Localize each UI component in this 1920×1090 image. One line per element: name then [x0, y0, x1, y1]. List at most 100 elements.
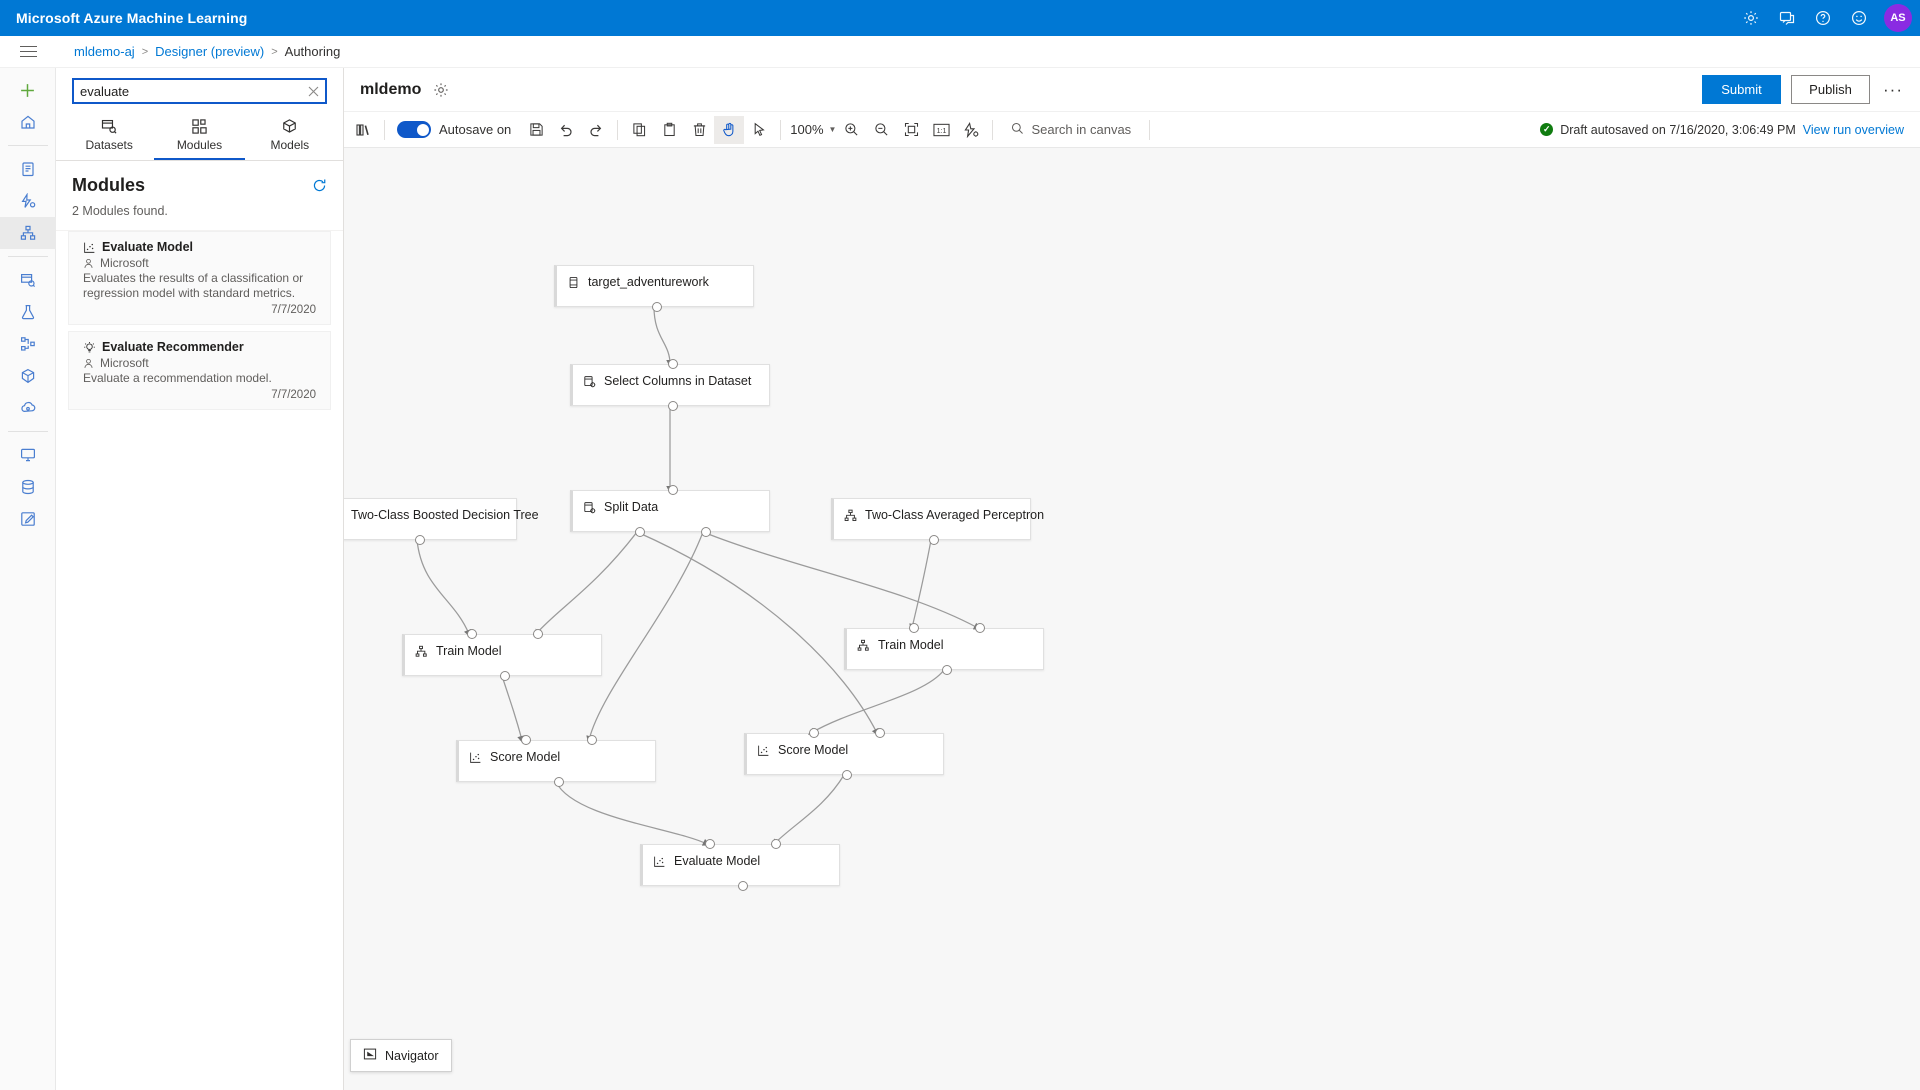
input-port-left[interactable]	[909, 623, 919, 633]
models-icon[interactable]	[0, 360, 56, 392]
chevron-down-icon[interactable]: ▼	[828, 125, 837, 134]
toolbar-divider	[1149, 119, 1151, 140]
avatar[interactable]: AS	[1884, 4, 1912, 32]
panel-tabs: Datasets Modules Models	[56, 112, 343, 161]
tab-models[interactable]: Models	[245, 112, 335, 160]
publish-button[interactable]: Publish	[1791, 75, 1870, 104]
algorithm-icon	[844, 509, 857, 522]
input-port[interactable]	[668, 485, 678, 495]
hamburger-menu-icon[interactable]	[0, 36, 56, 68]
canvas-node-score-model-left[interactable]: Score Model	[456, 735, 656, 787]
zoom-level[interactable]: 100%	[790, 122, 824, 137]
canvas-node-train-model-right[interactable]: Train Model	[844, 623, 1044, 675]
autosave-toggle[interactable]	[397, 121, 431, 138]
output-port-right[interactable]	[701, 527, 711, 537]
paste-icon[interactable]	[654, 116, 684, 144]
auto-layout-icon[interactable]	[956, 116, 986, 144]
canvas-node-two-class-boosted-decision-tree[interactable]: Two-Class Boosted Decision Tree	[344, 498, 539, 545]
output-port[interactable]	[554, 777, 564, 787]
labeling-icon[interactable]	[0, 503, 56, 535]
close-icon[interactable]	[301, 79, 325, 103]
list-item[interactable]: Evaluate Recommender Microsoft Evaluate …	[68, 331, 331, 410]
input-port-left[interactable]	[705, 839, 715, 849]
redo-icon[interactable]	[581, 116, 611, 144]
input-port-left[interactable]	[809, 728, 819, 738]
input-port-right[interactable]	[587, 735, 597, 745]
datasets-icon[interactable]	[0, 264, 56, 296]
input-port-left[interactable]	[467, 629, 477, 639]
fit-to-screen-icon[interactable]	[896, 116, 926, 144]
view-run-overview-link[interactable]: View run overview	[1802, 122, 1904, 137]
modules-icon	[191, 118, 208, 135]
top-bar-actions: AS	[1734, 1, 1920, 35]
gear-icon[interactable]	[433, 82, 449, 98]
check-circle-icon: ✓	[1540, 123, 1554, 136]
module-author: Microsoft	[100, 256, 149, 270]
input-port-right[interactable]	[875, 728, 885, 738]
copy-icon[interactable]	[624, 116, 654, 144]
home-icon[interactable]	[0, 106, 56, 138]
output-port[interactable]	[842, 770, 852, 780]
canvas-node-select-columns-in-dataset[interactable]: Select Columns in Dataset	[570, 359, 770, 411]
canvas-node-train-model-left[interactable]: Train Model	[402, 629, 602, 681]
delete-icon[interactable]	[684, 116, 714, 144]
actual-size-icon[interactable]: 1:1	[926, 116, 956, 144]
canvas-node-split-data[interactable]: Split Data	[570, 485, 770, 537]
canvas-node-target-adventurework[interactable]: target_adventurework	[554, 265, 754, 312]
canvas-toolbar: Autosave on	[344, 112, 1920, 148]
tab-datasets[interactable]: Datasets	[64, 112, 154, 160]
output-port[interactable]	[415, 535, 425, 545]
endpoints-icon[interactable]	[0, 392, 56, 424]
search-input[interactable]	[74, 83, 301, 99]
new-icon[interactable]	[0, 74, 56, 106]
more-options-button[interactable]: ···	[1883, 79, 1903, 99]
compute-icon[interactable]	[0, 439, 56, 471]
help-icon[interactable]	[1806, 1, 1840, 35]
list-item[interactable]: Evaluate Model Microsoft Evaluates the r…	[68, 231, 331, 325]
canvas-search-input[interactable]: Search in canvas	[999, 122, 1143, 138]
output-port[interactable]	[668, 401, 678, 411]
pan-icon[interactable]	[714, 115, 745, 144]
node-label: Evaluate Model	[674, 854, 761, 868]
breadcrumb-item-workspace[interactable]: mldemo-aj	[74, 44, 135, 59]
notebooks-icon[interactable]	[0, 153, 56, 185]
canvas-node-score-model-right[interactable]: Score Model	[744, 728, 944, 780]
output-port[interactable]	[929, 535, 939, 545]
undo-icon[interactable]	[551, 116, 581, 144]
select-icon[interactable]	[744, 116, 774, 144]
output-port[interactable]	[500, 671, 510, 681]
input-port-right[interactable]	[533, 629, 543, 639]
output-port[interactable]	[738, 881, 748, 891]
datastores-icon[interactable]	[0, 471, 56, 503]
input-port-left[interactable]	[521, 735, 531, 745]
toolbar-divider	[384, 119, 385, 140]
breadcrumb-item-designer[interactable]: Designer (preview)	[155, 44, 265, 59]
save-icon[interactable]	[521, 116, 551, 144]
feedback-icon[interactable]	[1770, 1, 1804, 35]
designer-icon[interactable]	[0, 217, 56, 249]
output-port-left[interactable]	[635, 527, 645, 537]
output-port[interactable]	[942, 665, 952, 675]
pipelines-icon[interactable]	[0, 328, 56, 360]
submit-button[interactable]: Submit	[1702, 75, 1781, 104]
input-port[interactable]	[668, 359, 678, 369]
smiley-icon[interactable]	[1842, 1, 1876, 35]
zoom-in-icon[interactable]	[836, 116, 866, 144]
datasets-icon	[101, 118, 118, 135]
pipeline-canvas[interactable]: target_adventurework Select Columns in D…	[344, 148, 1920, 1090]
tab-modules[interactable]: Modules	[154, 112, 245, 160]
canvas-node-evaluate-model[interactable]: Evaluate Model	[640, 839, 840, 891]
output-port[interactable]	[652, 302, 662, 312]
gear-icon[interactable]	[1734, 1, 1768, 35]
automl-icon[interactable]	[0, 185, 56, 217]
refresh-icon[interactable]	[312, 178, 327, 193]
input-port-right[interactable]	[975, 623, 985, 633]
canvas-node-two-class-averaged-perceptron[interactable]: Two-Class Averaged Perceptron	[831, 498, 1044, 545]
experiments-icon[interactable]	[0, 296, 56, 328]
search-box[interactable]	[72, 78, 327, 104]
toggle-panel-icon[interactable]	[348, 116, 378, 144]
navigator-button[interactable]: Navigator	[350, 1039, 452, 1072]
input-port-right[interactable]	[771, 839, 781, 849]
zoom-out-icon[interactable]	[866, 116, 896, 144]
